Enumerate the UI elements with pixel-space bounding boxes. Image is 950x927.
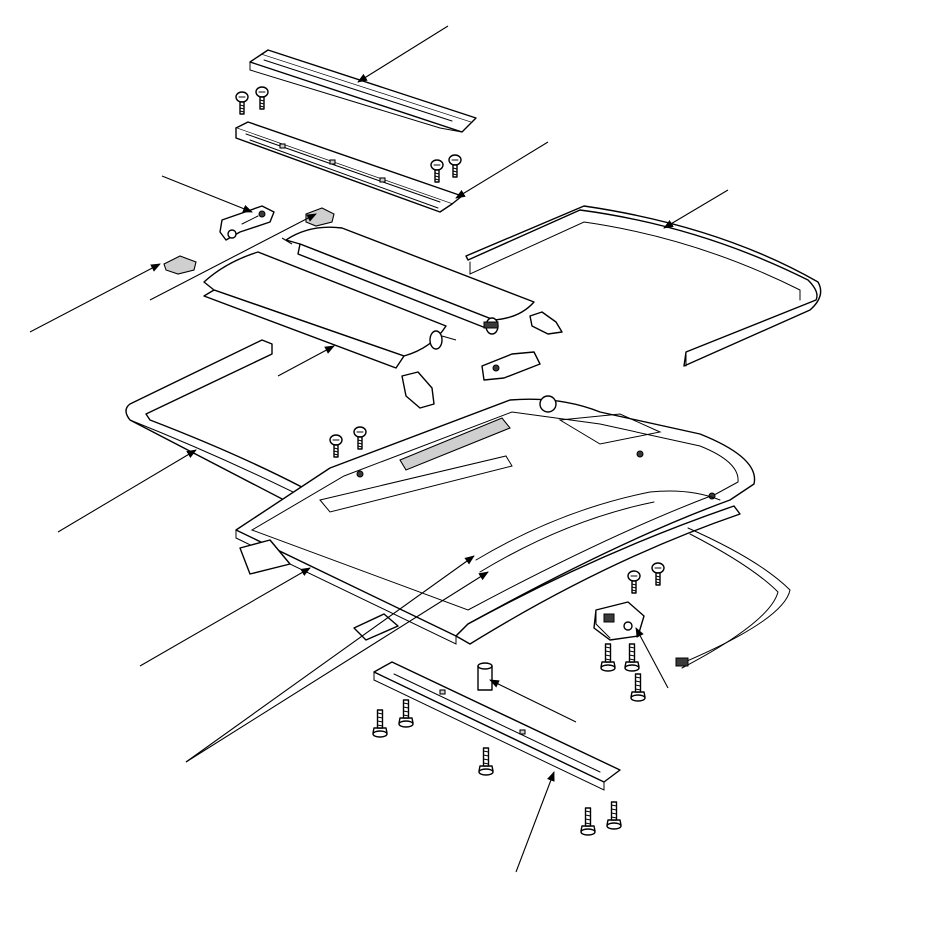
bolt-icon [630, 673, 646, 702]
screw-icon [430, 159, 444, 183]
sunshade-rear [281, 226, 535, 335]
bolt-icon [580, 807, 596, 836]
bolt-icon [398, 699, 414, 728]
screw-icon [353, 426, 367, 450]
drive-cables [675, 527, 791, 669]
leader-line [489, 679, 577, 723]
frame-stay [373, 661, 621, 791]
screw-icon [448, 154, 462, 178]
screw-icon [651, 562, 665, 586]
leader-line [357, 25, 449, 83]
screw-icon [235, 91, 249, 115]
wind-deflector [249, 49, 477, 133]
sunshade-holder [401, 311, 563, 409]
leader-line [663, 189, 729, 229]
screw-icon [329, 434, 343, 458]
bolt-icon [478, 747, 494, 776]
deflector-link [219, 205, 275, 241]
leader-line [149, 213, 317, 301]
leader-line [455, 141, 549, 199]
sunroof-frame [235, 395, 756, 645]
leader-line [185, 555, 475, 763]
sunshade-front [203, 251, 457, 369]
bolt-icon [624, 643, 640, 672]
leader-lines [29, 25, 729, 873]
leader-line [57, 449, 197, 533]
leader-line [29, 263, 161, 333]
leader-line [161, 175, 253, 213]
leader-line [139, 567, 311, 667]
glass-frame-seal [465, 205, 822, 367]
screw-icon [627, 570, 641, 594]
leader-line [635, 627, 669, 689]
leader-line [277, 345, 335, 377]
motor-spacer [477, 662, 493, 691]
leader-line [515, 771, 555, 873]
bolt-icon [372, 709, 388, 738]
bolt-icon [600, 643, 616, 672]
screw-icon [255, 86, 269, 110]
drive-motor [593, 601, 645, 641]
bolt-icon [606, 801, 622, 830]
deflector-bracket [235, 121, 463, 213]
leader-line [185, 571, 489, 763]
